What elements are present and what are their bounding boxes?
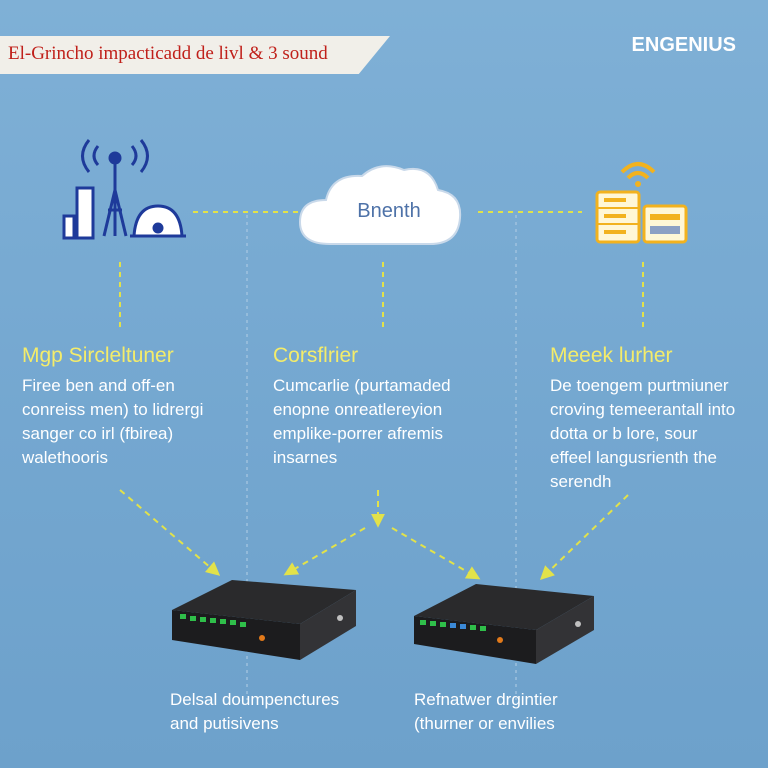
column-title-left: Mgp Sircleltuner	[22, 344, 174, 367]
column-body-right: De toengem purtmiuner croving temeeranta…	[550, 376, 736, 491]
network-switch-left	[172, 580, 356, 660]
antenna-network-icon	[62, 139, 186, 240]
column-title-right: Meeek lurher	[550, 344, 673, 367]
column-body-center: Cumcarlie (purtamaded enopne onreatlerey…	[273, 376, 451, 467]
device-caption-right: Refnatwer drgintier (thurner or envilies	[414, 690, 558, 733]
cloud-label: Bnenth	[357, 200, 421, 222]
device-caption-left: Delsal doumpenctures and putisivens	[170, 690, 340, 733]
connector-vertical	[119, 262, 644, 330]
cloud-icon	[298, 165, 462, 245]
arrows-to-devices	[119, 489, 629, 580]
title-banner: El-Grincho impacticadd de livl & 3 sound	[0, 36, 390, 74]
page-title: El-Grincho impacticadd de livl & 3 sound	[8, 43, 328, 64]
column-title-center: Corsflrier	[273, 344, 359, 367]
network-switch-right	[414, 584, 594, 664]
column-body-left: Firee ben and off-en conreiss men) to li…	[22, 376, 204, 467]
brand-logo: ENGENIUS	[631, 34, 736, 56]
server-wifi-icon	[595, 162, 688, 244]
